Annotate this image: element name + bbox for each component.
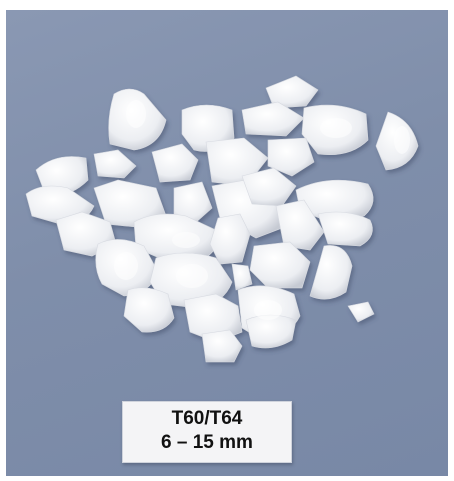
pellet [151, 143, 199, 183]
pellet [241, 167, 297, 207]
pellet [173, 181, 213, 225]
pellet [123, 287, 175, 333]
pellet [241, 101, 305, 137]
pellet [275, 199, 325, 251]
pellet [347, 301, 375, 323]
pellet [93, 149, 137, 179]
pellet [201, 329, 243, 363]
pellet [309, 245, 353, 300]
pellet [231, 263, 253, 291]
pellet [249, 241, 311, 289]
photo [6, 10, 448, 476]
pellet [209, 213, 251, 265]
pellet [183, 293, 243, 343]
pellet [295, 179, 374, 221]
pellets-illustration [25, 75, 419, 363]
pellet [245, 314, 297, 349]
pellet [267, 137, 315, 177]
sample-label-card: T60/T64 6 – 15 mm [122, 401, 292, 463]
product-code-label: T60/T64 [171, 408, 243, 429]
pellet [181, 104, 235, 152]
pellet [317, 211, 373, 247]
size-range-label: 6 – 15 mm [161, 432, 253, 453]
